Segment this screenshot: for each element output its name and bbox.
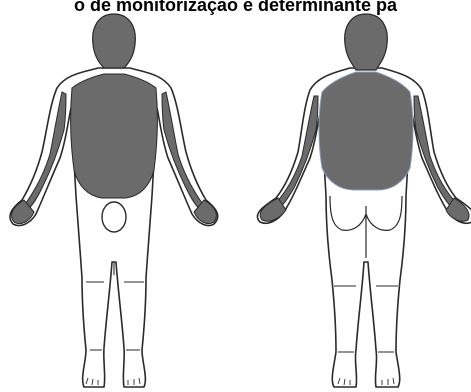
back-torso-shading [319, 72, 413, 190]
back-head [345, 14, 388, 70]
front-body-figure [10, 14, 218, 387]
back-body-figure [257, 14, 471, 387]
front-groin-oval [102, 202, 126, 232]
front-torso-shading [71, 74, 158, 198]
front-head [93, 14, 136, 68]
